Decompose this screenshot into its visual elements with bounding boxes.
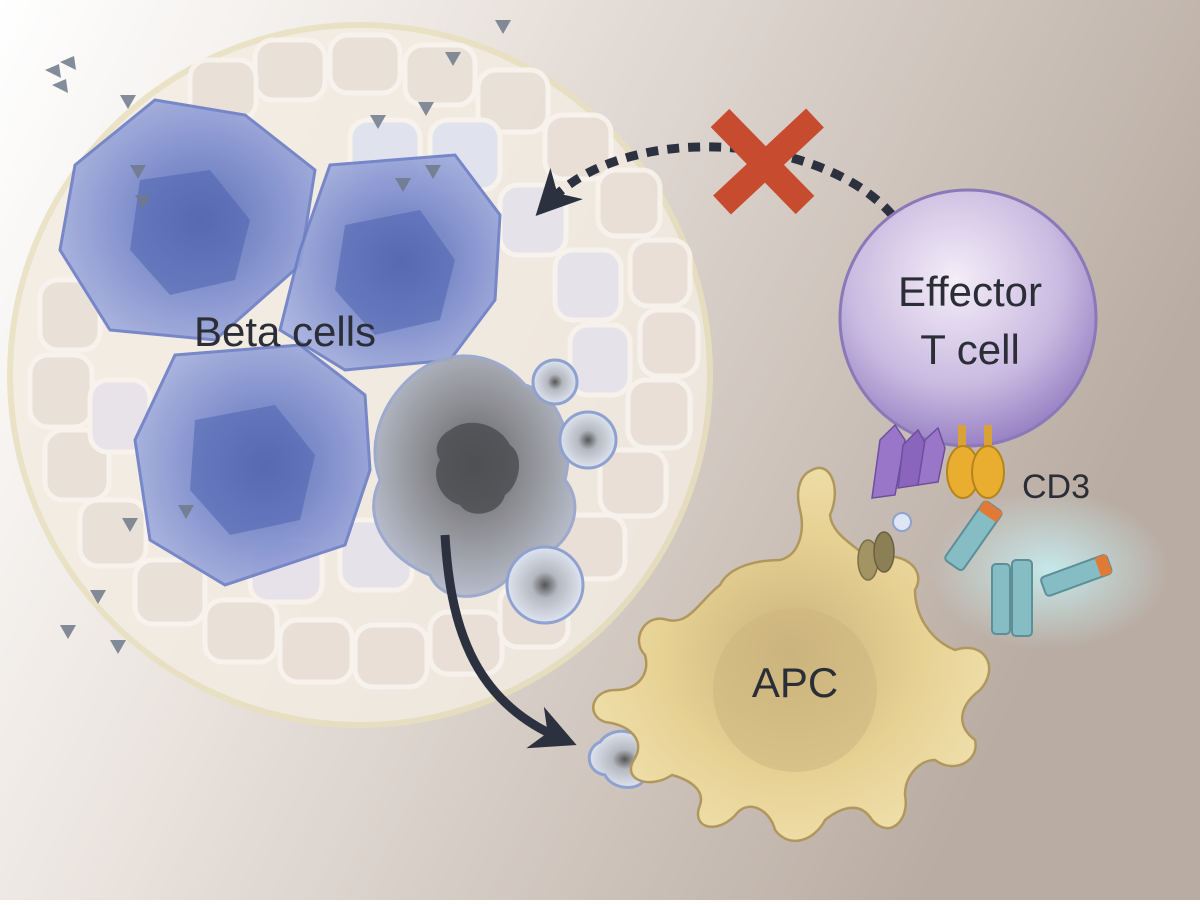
label-cd3: CD3	[1022, 468, 1090, 506]
beta-cell-group	[58, 98, 502, 587]
anti-cd3-antibody	[930, 490, 1170, 650]
cd3-receptor	[946, 425, 1005, 499]
x-mark-icon	[710, 108, 824, 215]
beta-cell	[278, 153, 502, 372]
apoptotic-vesicles	[505, 358, 618, 625]
islet-cells	[27, 32, 701, 690]
mhc-molecule	[857, 512, 912, 581]
effector-t-cell	[838, 188, 1098, 448]
label-beta-cells: Beta cells	[194, 308, 376, 355]
dashed-arrow-icon	[535, 142, 909, 235]
beta-cell	[58, 98, 317, 342]
beta-cell	[133, 343, 372, 587]
dying-beta-cell	[372, 354, 618, 625]
label-effector: Effector	[898, 268, 1042, 315]
label-apc: APC	[752, 659, 838, 706]
insulin-granules	[45, 20, 511, 654]
pancreatic-islet	[7, 22, 713, 728]
tcr-receptors	[871, 423, 946, 499]
label-t-cell: T cell	[920, 326, 1020, 373]
curved-arrow-icon	[440, 534, 577, 749]
